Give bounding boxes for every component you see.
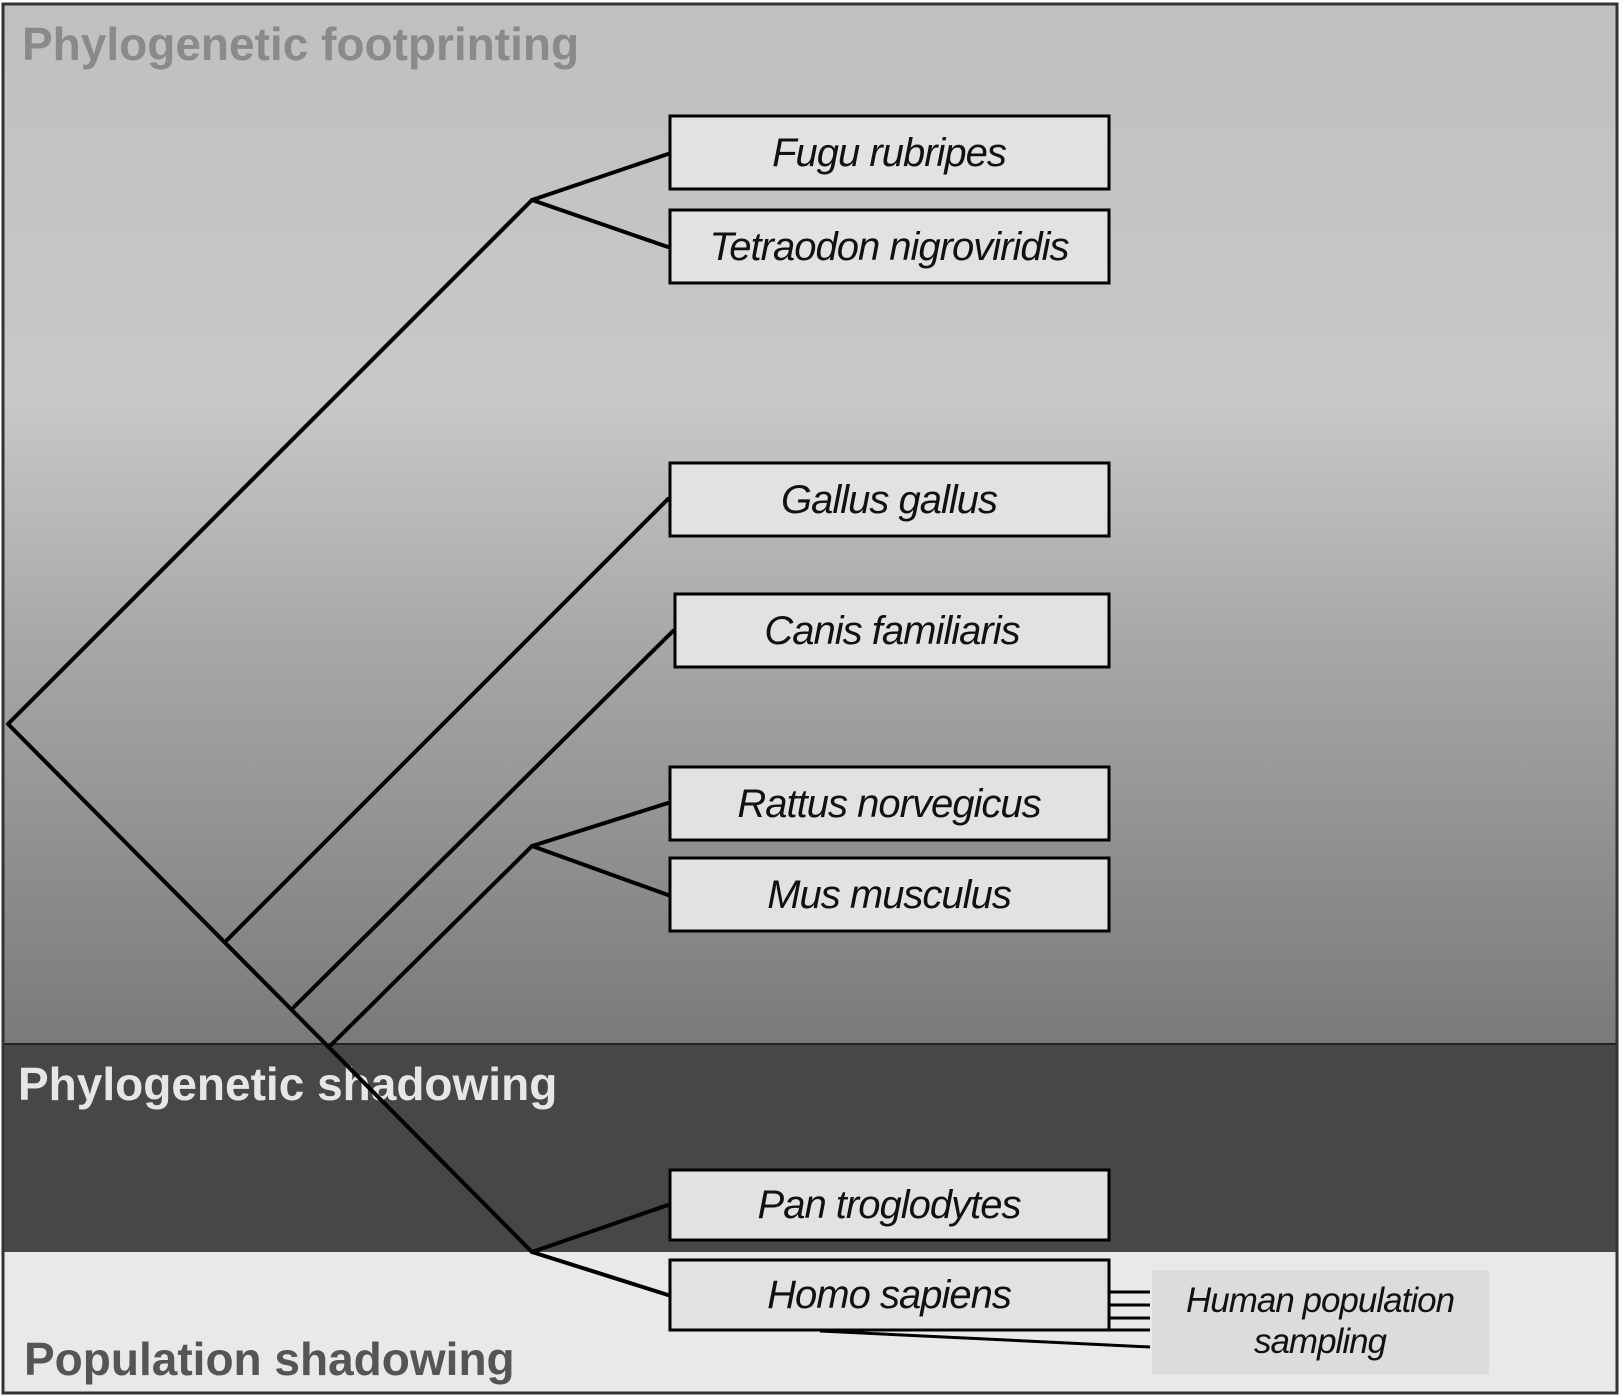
species-box [668, 461, 1111, 538]
species-node-pan: Pan troglodytes [668, 1168, 1111, 1242]
species-node-canis: Canis familiaris [673, 592, 1111, 669]
branch-root-down [6, 722, 534, 1254]
branch-canis [292, 629, 675, 1009]
species-box [668, 114, 1111, 191]
branch-rattus [530, 801, 670, 848]
species-label: Fugu rubripes [772, 131, 1007, 175]
species-box [673, 592, 1111, 669]
note-line-2: sampling [1254, 1322, 1388, 1361]
species-label: Gallus gallus [781, 478, 998, 522]
footprinting-title: Phylogenetic footprinting [22, 18, 579, 70]
branch-fish-fugu [530, 152, 670, 202]
species-box [668, 1258, 1111, 1332]
species-label: Rattus norvegicus [737, 782, 1041, 826]
species-node-mus: Mus musculus [668, 856, 1111, 933]
species-label: Pan troglodytes [758, 1183, 1022, 1227]
branch-mus [530, 844, 670, 897]
population-sampling-note: Human population sampling [1152, 1270, 1489, 1374]
note-box [1152, 1270, 1489, 1374]
species-label: Canis familiaris [764, 609, 1020, 653]
species-box [668, 208, 1111, 285]
species-label: Tetraodon nigroviridis [710, 225, 1070, 269]
species-box [668, 856, 1111, 933]
species-label: Homo sapiens [767, 1273, 1012, 1317]
branch-pan [530, 1203, 670, 1254]
population-title: Population shadowing [24, 1333, 515, 1385]
species-box [668, 1168, 1111, 1242]
species-node-tetraodon: Tetraodon nigroviridis [668, 208, 1111, 285]
branch-rodent-stem [329, 844, 534, 1047]
branch-fish-tetraodon [530, 198, 670, 249]
species-node-homo: Homo sapiens [668, 1258, 1111, 1332]
species-node-rattus: Rattus norvegicus [668, 765, 1111, 842]
branch-root-fish [6, 198, 534, 726]
species-box [668, 765, 1111, 842]
tree-branches [6, 152, 675, 1297]
note-line-1: Human population [1186, 1281, 1454, 1320]
shadowing-title: Phylogenetic shadowing [18, 1058, 557, 1110]
species-label: Mus musculus [767, 873, 1012, 917]
species-node-fugu: Fugu rubripes [668, 114, 1111, 191]
population-connectors [819, 1290, 1151, 1349]
branch-gallus [225, 497, 670, 942]
branch-homo [530, 1250, 670, 1297]
species-node-gallus: Gallus gallus [668, 461, 1111, 538]
